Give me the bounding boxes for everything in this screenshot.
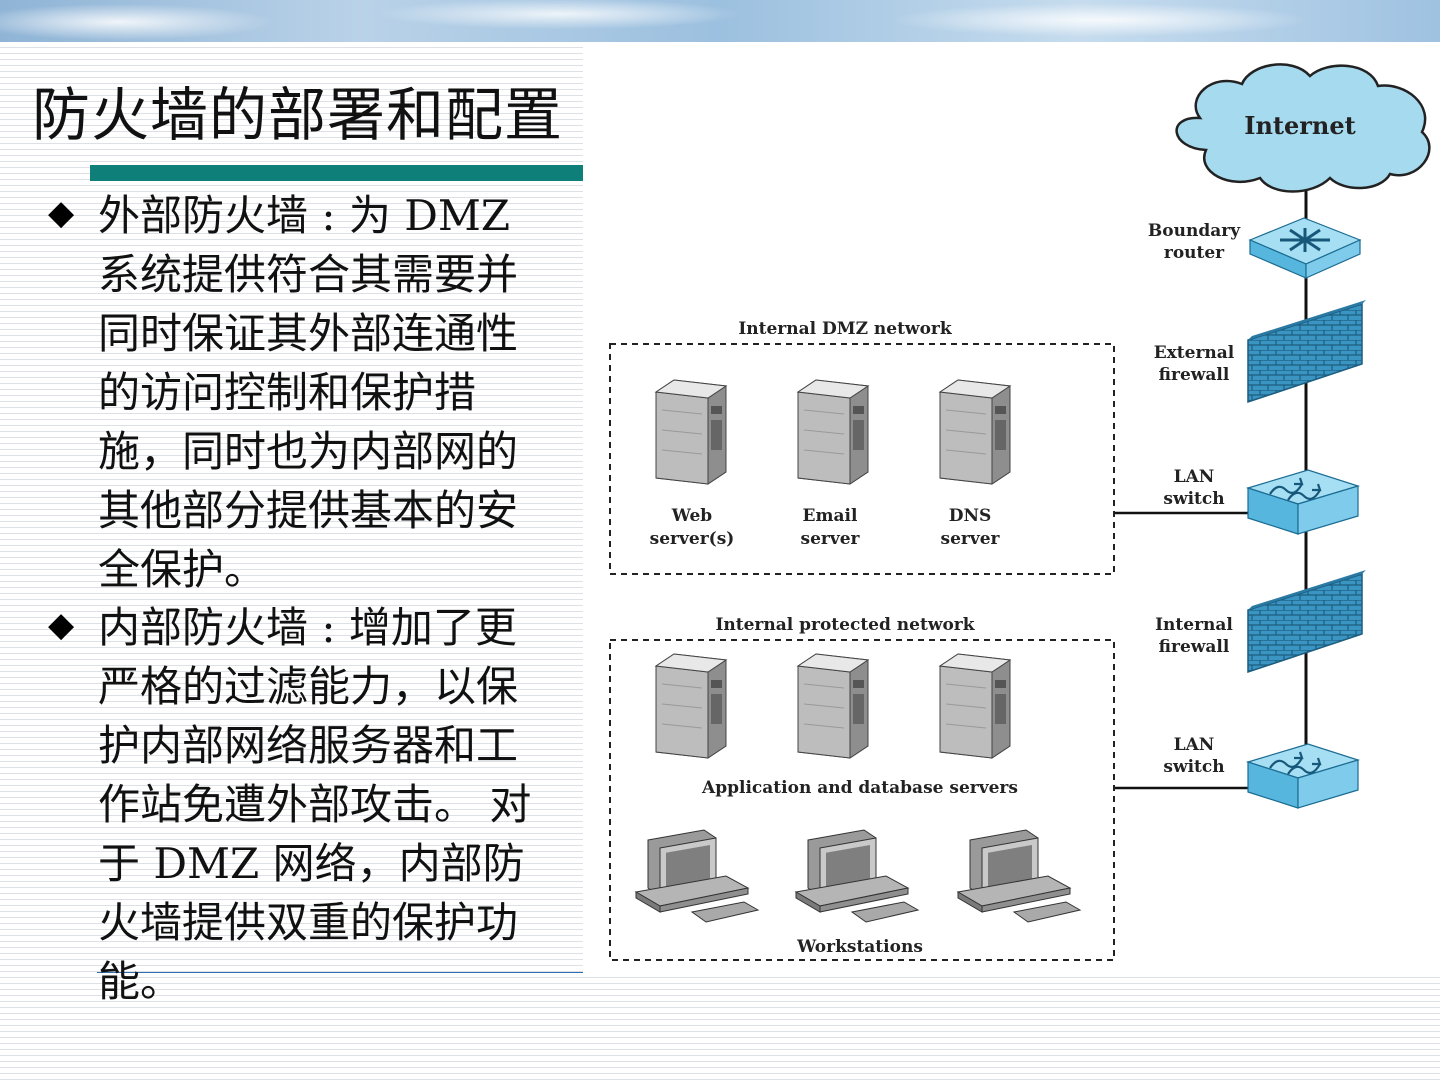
device-label-line2: router: [1164, 243, 1225, 263]
device-label-line1: Boundary: [1148, 221, 1241, 241]
cloud-label: Internet: [1244, 111, 1355, 140]
server-icon: [940, 380, 1010, 484]
server-icon: [798, 380, 868, 484]
device-label-line1: External: [1154, 343, 1235, 363]
server-icon: [798, 654, 868, 758]
switch-icon: [1248, 744, 1358, 808]
bullet-internal-firewall: 内部防火墙 : 增加了更严格的过滤能力，以保护内部网络服务器和工作站免遭外部攻击…: [98, 598, 553, 1011]
device-label-line1: Internal: [1155, 615, 1233, 635]
device-label-line2: firewall: [1159, 365, 1230, 385]
server-label-line1: DNS: [949, 506, 992, 526]
server-icon: [656, 380, 726, 484]
device-label-line1: LAN: [1174, 467, 1215, 487]
device-label-line1: LAN: [1174, 735, 1215, 755]
striped-background-bottom: [583, 972, 1440, 1080]
bullet-diamond-icon: ◆: [48, 605, 74, 645]
slide-title: 防火墙的部署和配置: [32, 80, 572, 150]
server-label-line2: server(s): [650, 529, 735, 549]
switch-icon: [1248, 470, 1358, 534]
server-icon: [656, 654, 726, 758]
title-accent-bar: [90, 165, 583, 181]
server-icon: [940, 654, 1010, 758]
bullet-diamond-icon: ◆: [48, 193, 74, 233]
server-label-line1: Email: [803, 506, 858, 526]
workstation-icon: [958, 830, 1080, 922]
workstations-label: Workstations: [796, 937, 923, 957]
server-label-line2: server: [941, 529, 1001, 549]
workstation-icon: [636, 830, 758, 922]
device-label-line2: switch: [1163, 757, 1224, 777]
dmz-network-label: Internal DMZ network: [738, 319, 953, 339]
device-label-line2: switch: [1163, 489, 1224, 509]
workstation-icon: [796, 830, 918, 922]
servers-group-label: Application and database servers: [701, 778, 1018, 798]
server-label-line2: server: [801, 529, 861, 549]
server-label-line1: Web: [671, 506, 713, 526]
sky-banner: [0, 0, 1440, 42]
bullet-external-firewall: 外部防火墙 : 为 DMZ 系统提供符合其需要并同时保证其外部连通性的访问控制和…: [98, 186, 553, 599]
router-icon: [1250, 218, 1360, 278]
network-diagram: Internet Boundary router External firewa…: [600, 50, 1440, 970]
device-label-line2: firewall: [1159, 637, 1230, 657]
protected-network-label: Internal protected network: [715, 615, 975, 635]
